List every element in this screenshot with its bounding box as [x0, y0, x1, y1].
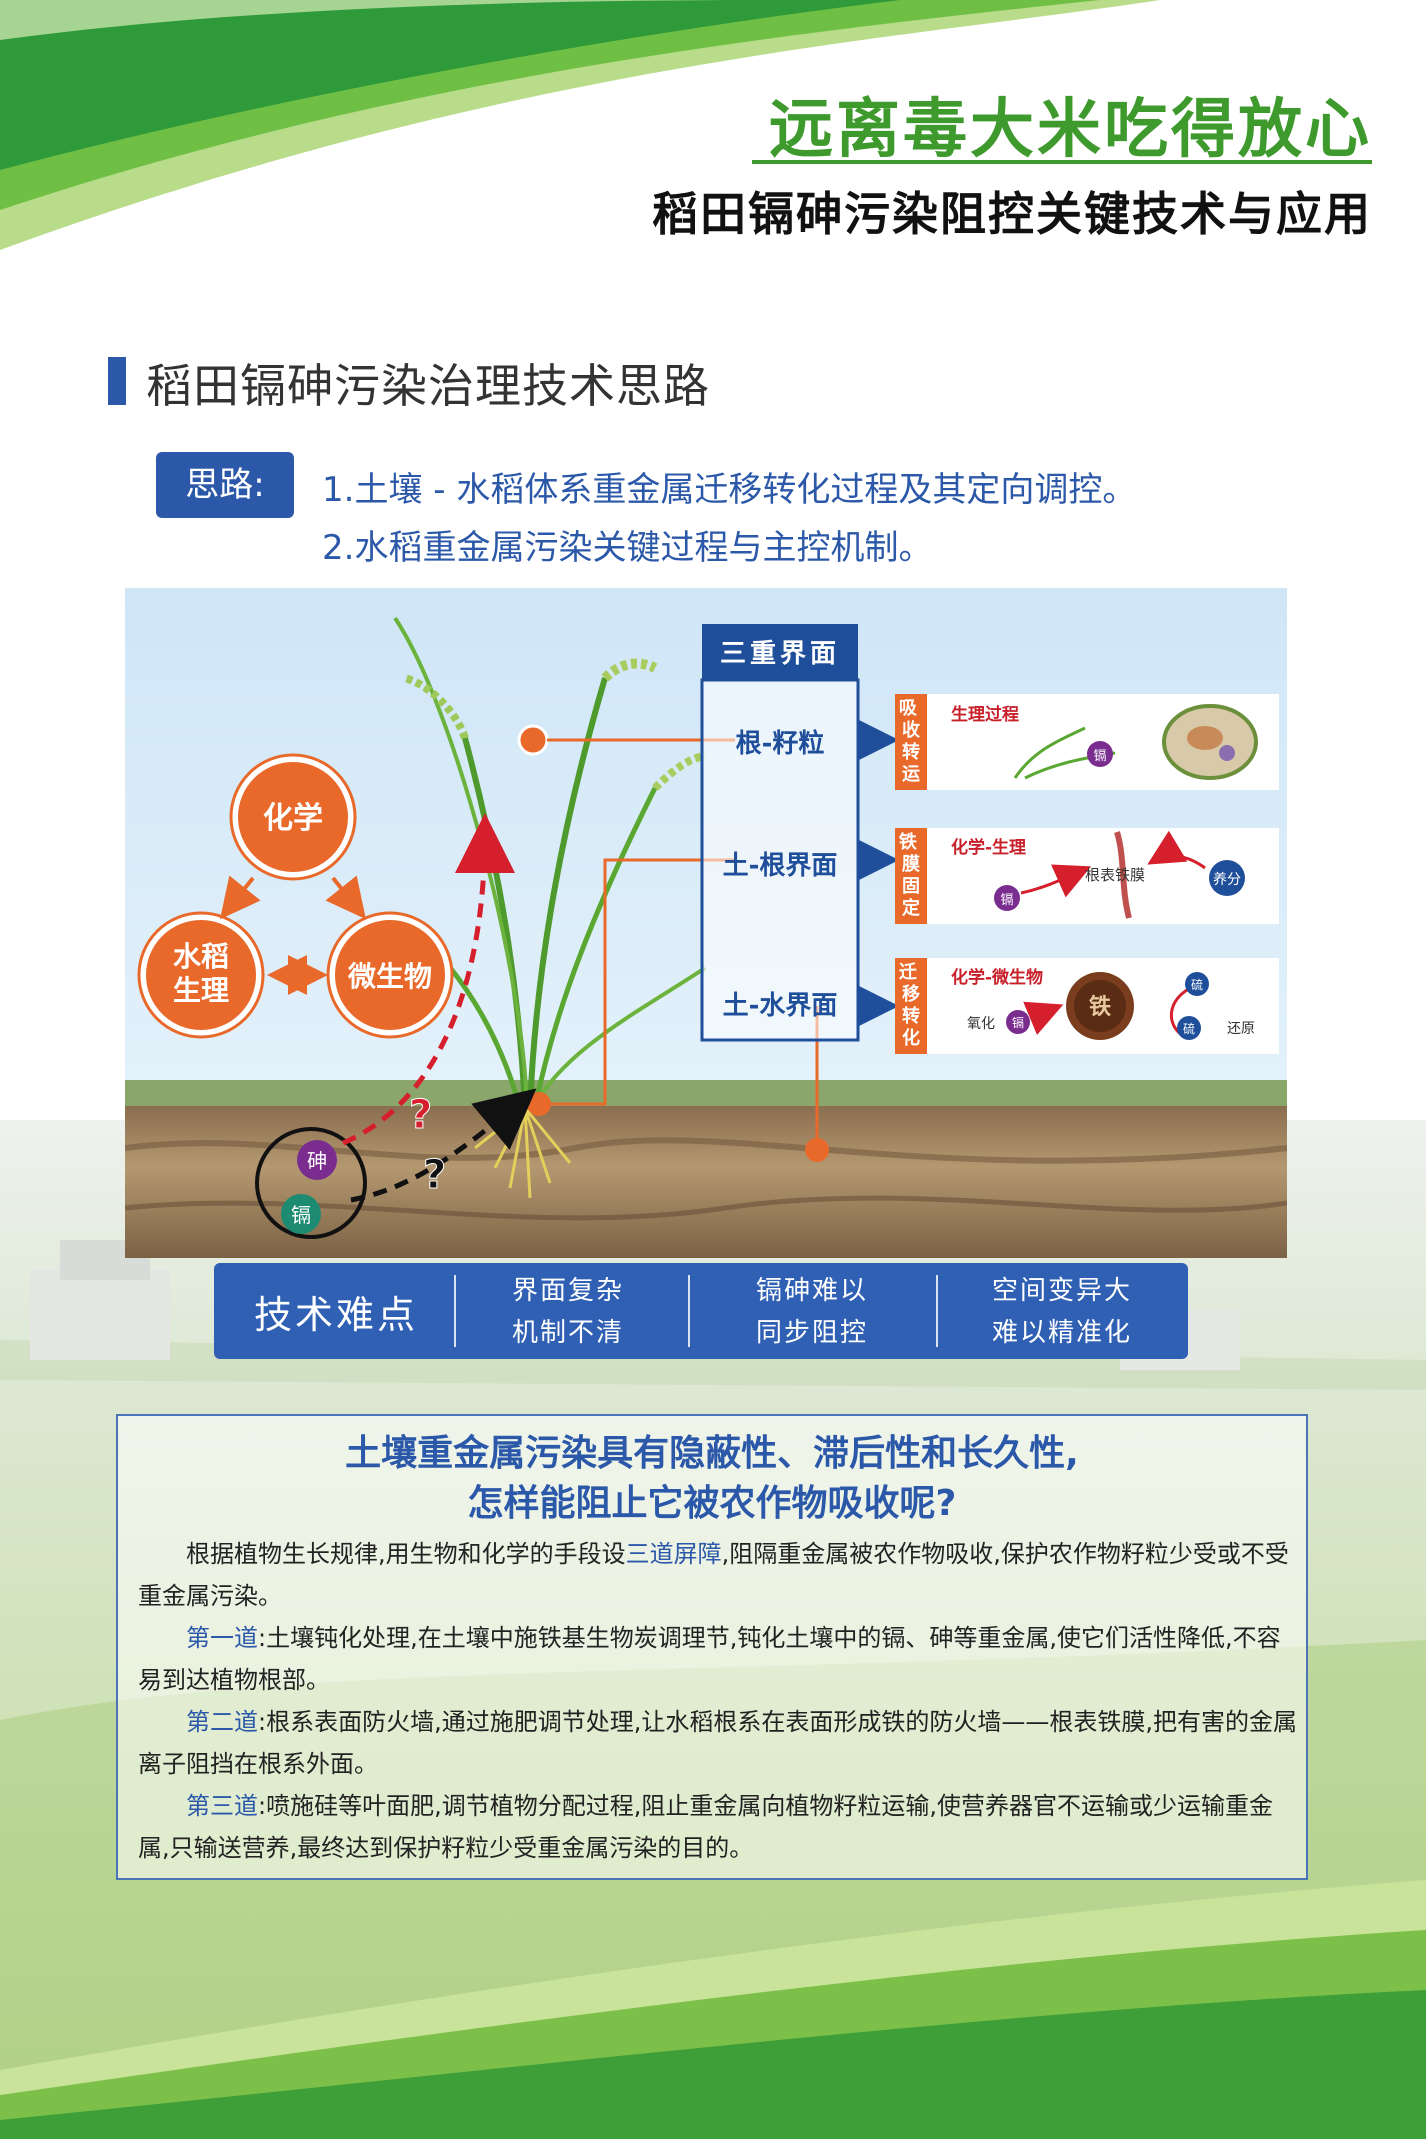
section-marker	[108, 357, 126, 405]
svg-text:还原: 还原	[1227, 1021, 1255, 1037]
interface-list-box	[700, 678, 860, 1042]
svg-text:迁 移转化: 迁 移转化	[899, 962, 923, 1049]
svg-text:硫: 硫	[1183, 1021, 1195, 1036]
question-mark-black: ?	[423, 1152, 446, 1198]
panel-absorption: 吸 收转运 生理过程 镉	[895, 694, 1279, 790]
paragraph-intro: 根据植物生长规律,用生物和化学的手段设三道屏障,阻隔重金属被农作物吸收,保护农作…	[138, 1540, 1289, 1610]
svg-text:镉: 镉	[1000, 892, 1013, 908]
svg-text:生理: 生理	[173, 974, 229, 1007]
svg-text:镉: 镉	[1093, 748, 1106, 764]
interface-header-box	[702, 624, 858, 680]
water-surface	[125, 1080, 1287, 1106]
panel-iron-plaque: 铁 膜固定 化学-生理 镉 根表铁膜 养分	[895, 828, 1279, 924]
svg-text:化学-生理: 化学-生理	[951, 837, 1026, 858]
difficulties-divider	[688, 1275, 690, 1347]
svg-text:吸 收转运: 吸 收转运	[899, 698, 923, 785]
svg-text:氧化: 氧化	[967, 1016, 995, 1032]
cycle-rice-physiology: 水稻 生理	[137, 911, 265, 1039]
svg-text:养分: 养分	[1213, 872, 1241, 888]
svg-text:硫: 硫	[1191, 977, 1203, 992]
cadmium-icon: 镉	[281, 1194, 321, 1234]
interface-diagram: 化学 水稻 生理 微生物 砷 镉 ? ? 三重界面 根-籽粒 土-根界面 土-水…	[125, 588, 1287, 1258]
sub-title: 稻田镉砷污染阻控关键技术与应用	[652, 187, 1372, 241]
difficulty-item-3: 空间变异大难以精准化	[991, 1276, 1132, 1348]
question-mark-red: ?	[409, 1092, 432, 1138]
section-title: 稻田镉砷污染治理技术思路	[146, 359, 710, 413]
svg-text:铁 膜固定: 铁 膜固定	[899, 831, 923, 919]
arsenic-icon: 砷	[297, 1140, 337, 1180]
difficulties-divider	[936, 1275, 938, 1347]
svg-text:砷: 砷	[307, 1149, 327, 1173]
svg-text:化学-微生物: 化学-微生物	[951, 967, 1043, 988]
idea-line-1: 1.土壤 - 水稻体系重金属迁移转化过程及其定向调控。	[322, 470, 1137, 510]
idea-badge: 思路:	[156, 452, 294, 518]
idea-line-2: 2.水稻重金属污染关键过程与主控机制。	[322, 528, 933, 568]
interface-root-grain: 根-籽粒	[736, 728, 825, 759]
interface-soil-water: 土-水界面	[723, 991, 838, 1021]
difficulty-item-2: 镉砷难以同步阻控	[755, 1276, 868, 1348]
svg-text:根表铁膜: 根表铁膜	[1085, 866, 1145, 884]
main-title: 远离毒大米吃得放心	[769, 93, 1372, 167]
difficulty-item-1: 界面复杂机制不清	[511, 1276, 624, 1348]
cycle-microbe: 微生物	[326, 911, 454, 1039]
question-line-2: 怎样能阻止它被农作物吸收呢?	[467, 1483, 957, 1524]
footer-swoosh-graphic	[0, 1880, 1426, 2139]
paragraph-third-barrier: 第三道:喷施硅等叶面肥,调节植物分配过程,阻止重金属向植物籽粒运输,使营养器官不…	[138, 1792, 1273, 1862]
svg-text:镉: 镉	[291, 1203, 311, 1227]
svg-text:微生物: 微生物	[347, 960, 432, 993]
svg-text:生理过程: 生理过程	[951, 704, 1019, 725]
svg-text:镉: 镉	[1012, 1016, 1024, 1030]
question-line-1: 土壤重金属污染具有隐蔽性、滞后性和长久性,	[345, 1433, 1079, 1474]
difficulties-divider	[454, 1275, 456, 1347]
paragraph-second-barrier: 第二道:根系表面防火墙,通过施肥调节处理,让水稻根系在表面形成铁的防火墙——根表…	[138, 1708, 1297, 1778]
title-divider	[752, 160, 1372, 164]
cycle-chemistry: 化学	[229, 753, 357, 881]
svg-text:水稻: 水稻	[173, 940, 229, 973]
svg-text:铁: 铁	[1089, 994, 1111, 1020]
svg-text:三重界面: 三重界面	[720, 639, 840, 669]
header-swoosh-graphic	[0, 0, 1160, 250]
interface-soil-root: 土-根界面	[723, 851, 838, 881]
difficulties-bar	[214, 1263, 1188, 1359]
metal-circle	[255, 1127, 367, 1239]
difficulties-title: 技术难点	[254, 1293, 419, 1337]
paragraph-first-barrier: 第一道:土壤钝化处理,在土壤中施铁基生物炭调理节,钝化土壤中的镉、砷等重金属,使…	[138, 1624, 1281, 1694]
svg-text:化学: 化学	[263, 801, 323, 836]
question-box	[116, 1414, 1308, 1880]
panel-transformation: 迁 移转化 化学-微生物 氧化 镉 铁 硫 硫 还原	[895, 958, 1279, 1054]
